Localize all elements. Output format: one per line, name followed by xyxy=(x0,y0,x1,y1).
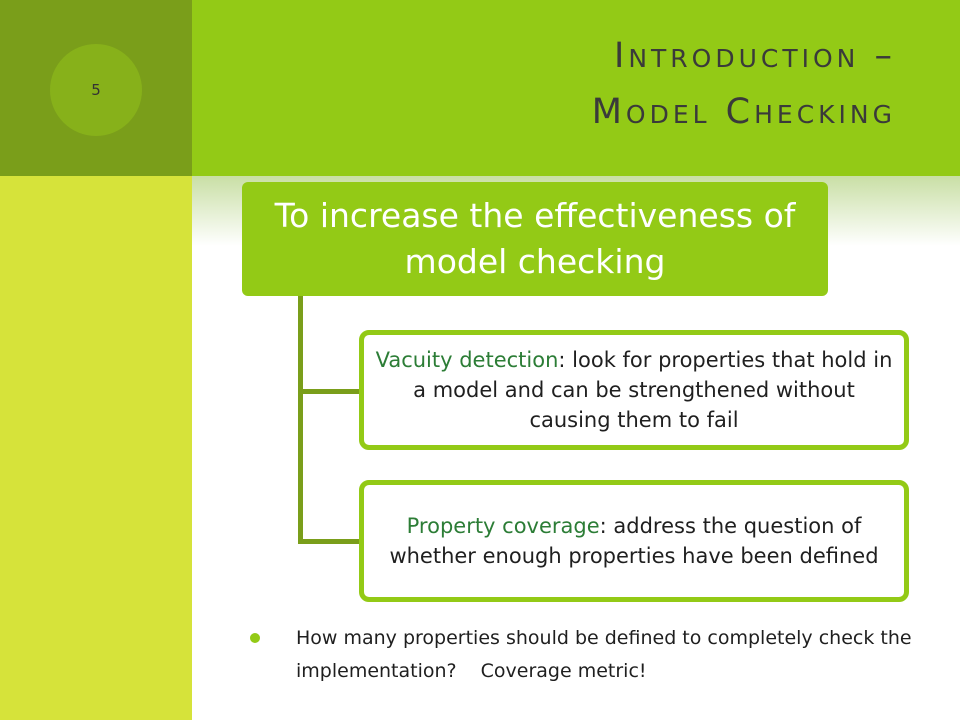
sub-box-1-text: Vacuity detection: look for properties t… xyxy=(372,345,896,435)
slide-title: Introduction – Model Checking xyxy=(240,28,896,140)
left-column-light xyxy=(0,176,192,720)
connector-branch-1 xyxy=(298,389,362,394)
bullet-answer: Coverage metric! xyxy=(480,660,647,682)
term-vacuity-detection: Vacuity detection xyxy=(375,348,559,372)
header-band xyxy=(192,0,960,176)
bullet-question: How many properties should be defined to… xyxy=(296,627,912,682)
title-line-2: Model Checking xyxy=(591,92,896,132)
main-concept-box: To increase the effectiveness of model c… xyxy=(242,182,828,296)
bullet-text: How many properties should be defined to… xyxy=(296,622,916,688)
bullet-icon xyxy=(250,633,260,643)
sub-box-2-text: Property coverage: address the question … xyxy=(372,511,896,571)
sub-box-2-description: : address the question of whether enough… xyxy=(389,514,879,568)
sub-box-property-coverage: Property coverage: address the question … xyxy=(359,480,909,602)
term-property-coverage: Property coverage xyxy=(406,514,600,538)
connector-vertical xyxy=(298,296,303,544)
slide-number-text: 5 xyxy=(91,81,101,99)
title-line-1: Introduction – xyxy=(614,36,896,76)
sub-box-1-description: : look for properties that hold in a mod… xyxy=(413,348,893,432)
sub-box-vacuity-detection: Vacuity detection: look for properties t… xyxy=(359,330,909,450)
slide-number: 5 xyxy=(50,44,142,136)
connector-branch-2 xyxy=(298,539,362,544)
main-concept-text: To increase the effectiveness of model c… xyxy=(274,196,796,281)
